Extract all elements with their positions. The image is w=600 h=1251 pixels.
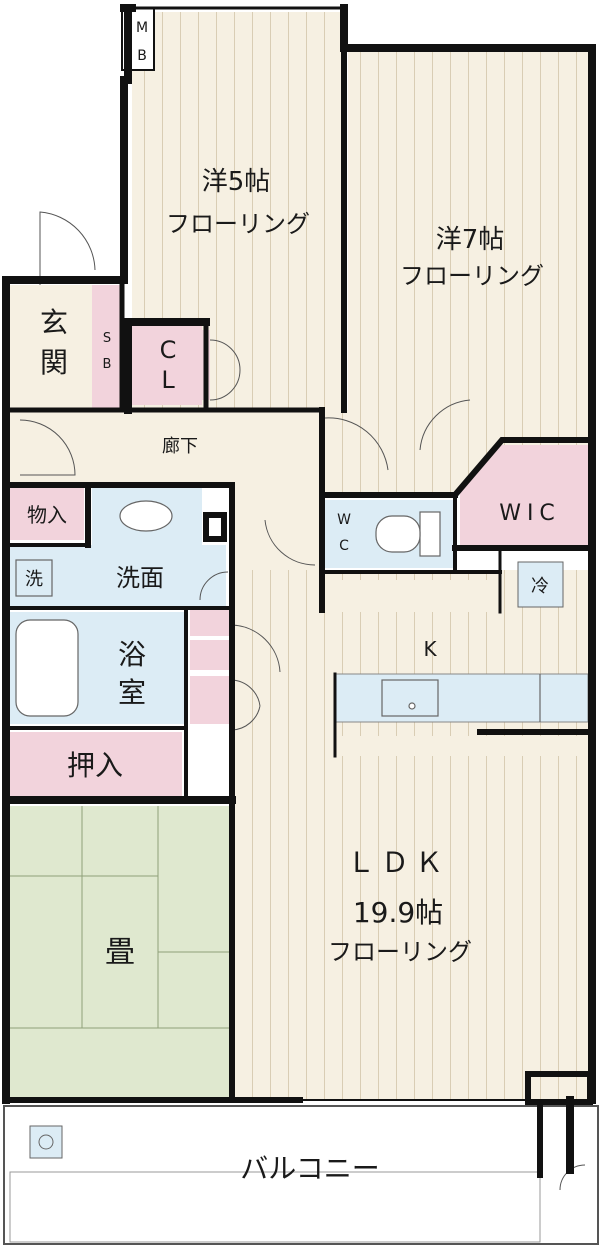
door-swings: [19, 211, 586, 1191]
ldk-size: 19.9帖: [353, 896, 443, 929]
sb-box: [92, 285, 122, 410]
senmen-label: 洗面: [116, 564, 164, 592]
wc-label-1: W: [337, 512, 351, 528]
pipe-space-2: [190, 640, 230, 670]
balcony-rail: [9, 1171, 541, 1243]
oshiire-label: 押入: [67, 749, 123, 782]
walls: [2, 4, 596, 1178]
mb-label-2: B: [137, 48, 147, 64]
tatami-label: 畳: [105, 935, 135, 970]
kitchen-sink-icon: [381, 679, 439, 717]
hallway-floor: [10, 410, 320, 485]
bath-label-1: 浴: [118, 638, 146, 671]
cl-box: [130, 325, 202, 405]
wic-box: [460, 445, 588, 548]
western7-sub: フローリング: [400, 262, 544, 290]
washer-label: 洗: [25, 569, 43, 590]
balcony-floor: [3, 1105, 599, 1245]
genkan-label-1: 玄: [40, 306, 68, 339]
kitchen-drain-icon: [408, 702, 416, 710]
wc-label-2: C: [339, 538, 349, 554]
balcony-label: バルコニー: [240, 1152, 379, 1185]
genkan-label-2: 関: [40, 346, 68, 379]
kitchen-label: K: [423, 637, 437, 661]
room-labels: M B 洋5帖 フローリング 洋7帖 フローリング 玄 関 S B C L 廊下…: [25, 20, 561, 1185]
western7-title: 洋7帖: [436, 225, 505, 255]
washbasin-icon: [119, 500, 173, 532]
genkan-floor: [10, 285, 92, 410]
tatami-room: [10, 806, 232, 1100]
bathtub-icon: [15, 619, 79, 717]
sb-label-1: S: [103, 331, 111, 346]
toilet-tank-icon: [419, 511, 441, 557]
monoire-box: [10, 488, 84, 540]
ldk-title: ＬＤＫ: [347, 846, 449, 879]
western5-title: 洋5帖: [202, 167, 271, 197]
washer-box: [15, 559, 53, 597]
fridge-box: [517, 561, 564, 608]
monoire-label: 物入: [27, 503, 67, 527]
tatami-floor: [10, 806, 232, 1100]
toilet-bowl-icon: [375, 515, 421, 553]
fridge-label: 冷: [531, 576, 549, 597]
western5-sub: フローリング: [166, 210, 310, 238]
storage-fills: [10, 7, 588, 800]
kitchen-bar: [335, 736, 588, 756]
cl-label-1: C: [160, 336, 177, 364]
balcony-sink: [29, 1125, 63, 1159]
pipe-space-3: [190, 676, 230, 724]
kitchen-counter: [334, 673, 589, 723]
pipe-space-1: [190, 608, 230, 636]
balcony-area: [3, 1105, 599, 1245]
ldk-sub: フローリング: [328, 938, 472, 966]
cl-label-2: L: [161, 366, 175, 394]
wic-label: WIC: [499, 501, 561, 526]
hallway-label: 廊下: [162, 436, 198, 457]
sink-drain-icon: [38, 1134, 54, 1150]
oshiire-box: [10, 732, 182, 800]
sb-label-2: B: [103, 357, 112, 372]
ldk-floor: [232, 570, 588, 1100]
mb-label-1: M: [136, 20, 148, 36]
floor-fills: [10, 12, 588, 1100]
corridor-k: [322, 410, 452, 495]
kitchen-strip: [322, 580, 500, 612]
fixtures: [15, 500, 541, 722]
bath-label-2: 室: [118, 676, 146, 709]
